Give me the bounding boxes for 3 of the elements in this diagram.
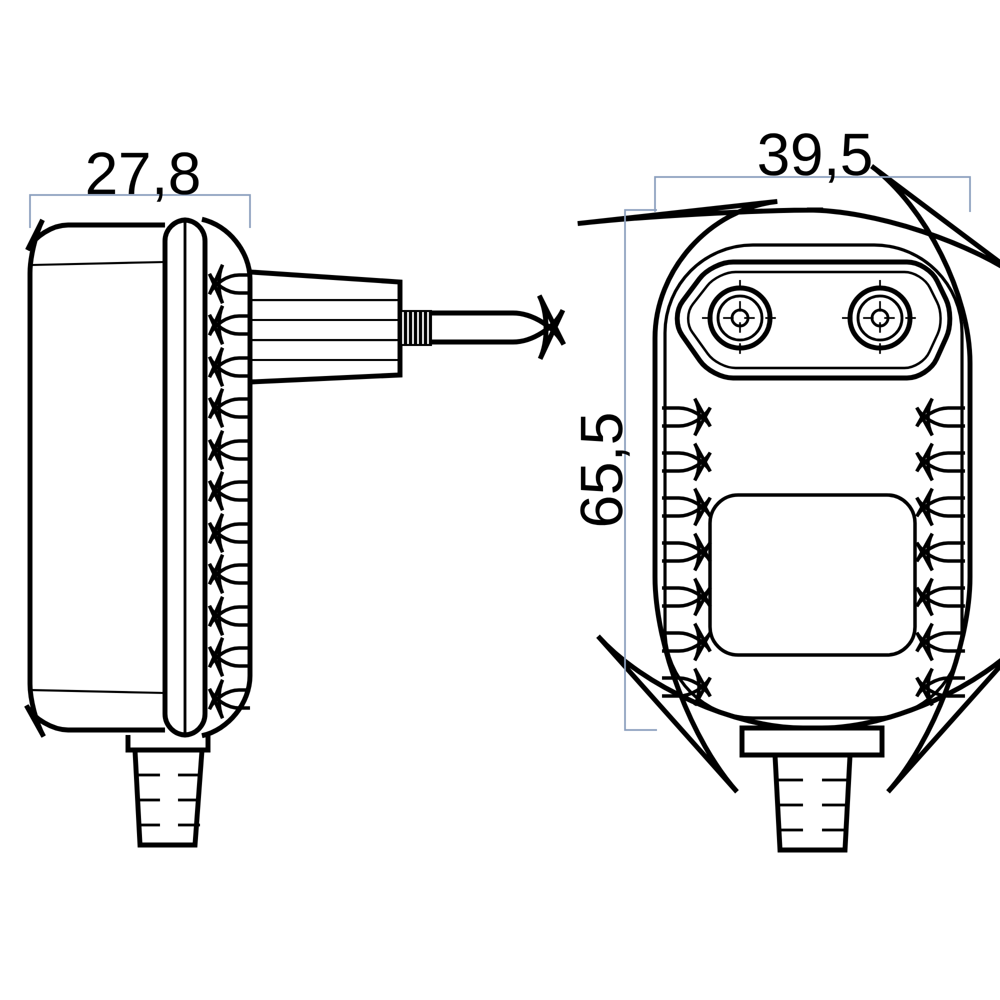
dimension-label: 27,8 (88, 152, 199, 202)
dimension-label: 65,5 (580, 414, 630, 526)
dimension-label: 39,5 (759, 133, 871, 183)
